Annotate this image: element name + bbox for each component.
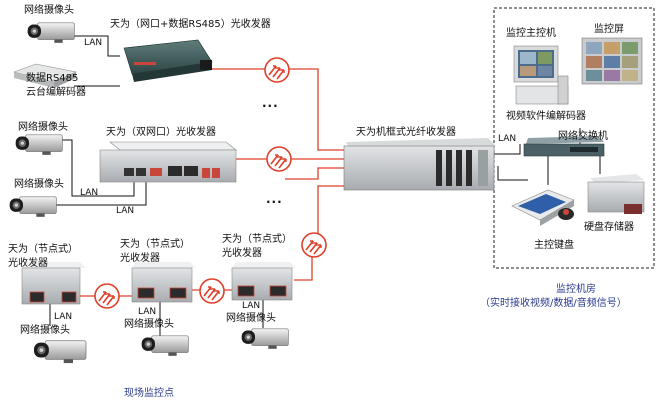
chassis-fiber-transceiver bbox=[343, 138, 496, 191]
lan-label: LAN bbox=[138, 307, 157, 317]
hdd-storage-label: 硬盘存储器 bbox=[584, 222, 634, 233]
lan-label: LAN bbox=[80, 188, 99, 198]
node-transceiver-a-label-line2: 光收发器 bbox=[8, 258, 48, 269]
monitor-host-label: 监控主控机 bbox=[506, 28, 556, 39]
lan-label: LAN bbox=[84, 38, 103, 48]
more-devices-ellipsis: ... bbox=[266, 192, 283, 206]
monitor-host bbox=[513, 45, 569, 105]
node-transceiver-b-label-line2: 光收发器 bbox=[120, 253, 160, 264]
lan-label: LAN bbox=[116, 206, 135, 216]
camera-icon bbox=[33, 340, 87, 364]
field-points-label: 现场监控点 bbox=[124, 388, 174, 399]
transceiver-net-rs485 bbox=[123, 39, 213, 82]
control-room-title: 监控机房 bbox=[556, 284, 596, 295]
camera-label: 网络摄像头 bbox=[226, 313, 276, 324]
transceiver-dual-port bbox=[99, 141, 237, 183]
hdd-storage bbox=[587, 174, 645, 214]
node-transceiver-c-label-line2: 光收发器 bbox=[222, 248, 262, 259]
control-room-subtitle: （实时接收视频/数据/音频信号） bbox=[480, 298, 627, 309]
main-keyboard bbox=[511, 189, 575, 226]
fiber-link-icon bbox=[301, 232, 327, 258]
lan-label: LAN bbox=[498, 134, 517, 144]
ptz-decoder bbox=[12, 63, 77, 88]
camera-label: 网络摄像头 bbox=[124, 319, 174, 330]
node-transceiver-c-label-line1: 天为（节点式） bbox=[222, 234, 292, 245]
node-transceiver-b bbox=[131, 262, 196, 303]
transceiver-net-rs485-label: 天为（网口+数据RS485）光收发器 bbox=[110, 19, 271, 30]
node-transceiver-b-label-line1: 天为（节点式） bbox=[120, 239, 190, 250]
node-transceiver-c bbox=[231, 262, 296, 301]
video-software-label: 视频软件编解码器 bbox=[506, 111, 586, 122]
node-transceiver-a-label-line1: 天为（节点式） bbox=[8, 244, 78, 255]
camera-label: 网络摄像头 bbox=[24, 5, 74, 16]
fiber-link-icon bbox=[264, 57, 290, 83]
network-switch bbox=[523, 136, 605, 157]
camera-label: 网络摄像头 bbox=[14, 179, 64, 190]
monitor-screen-label: 监控屏 bbox=[594, 24, 624, 35]
fiber-links bbox=[79, 68, 344, 297]
lan-label: LAN bbox=[242, 301, 261, 311]
chassis-transceiver-label: 天为机框式光纤收发器 bbox=[356, 127, 456, 138]
fiber-link-icon bbox=[199, 278, 225, 304]
main-keyboard-label: 主控键盘 bbox=[534, 240, 574, 251]
node-transceiver-a bbox=[21, 262, 86, 305]
monitor-screen bbox=[581, 37, 643, 85]
camera-icon bbox=[141, 335, 189, 357]
network-switch-label: 网络交换机 bbox=[558, 131, 608, 142]
more-devices-ellipsis: ... bbox=[262, 96, 279, 110]
camera-icon bbox=[15, 134, 63, 156]
control-room-box bbox=[493, 7, 655, 269]
ptz-label-line2: 云台编解码器 bbox=[26, 87, 86, 98]
lan-label: LAN bbox=[54, 312, 73, 322]
camera-label: 网络摄像头 bbox=[20, 325, 70, 336]
camera-label: 网络摄像头 bbox=[18, 122, 68, 133]
fiber-link-icon bbox=[94, 283, 120, 309]
ptz-label-line1: 数据RS485 bbox=[26, 73, 79, 84]
camera-icon bbox=[27, 22, 75, 44]
camera-icon bbox=[241, 328, 289, 350]
camera-icon bbox=[9, 196, 57, 218]
transceiver-dual-port-label: 天为（双网口）光收发器 bbox=[106, 127, 216, 138]
fiber-link-icon bbox=[266, 146, 292, 172]
